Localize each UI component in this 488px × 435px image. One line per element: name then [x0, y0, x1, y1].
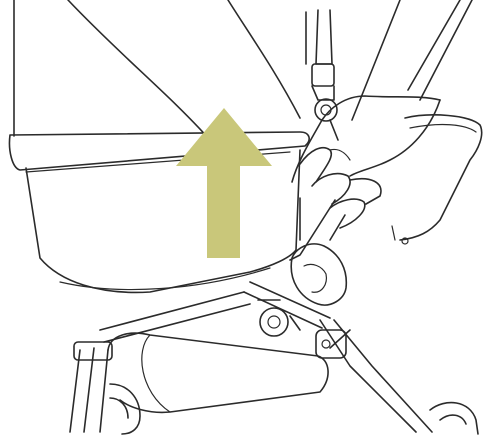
- bassinet-canopy: [14, 0, 300, 140]
- stroller-frame-icon: [306, 0, 472, 140]
- up-arrow-icon: [176, 108, 272, 258]
- stroller-chassis: [70, 198, 478, 434]
